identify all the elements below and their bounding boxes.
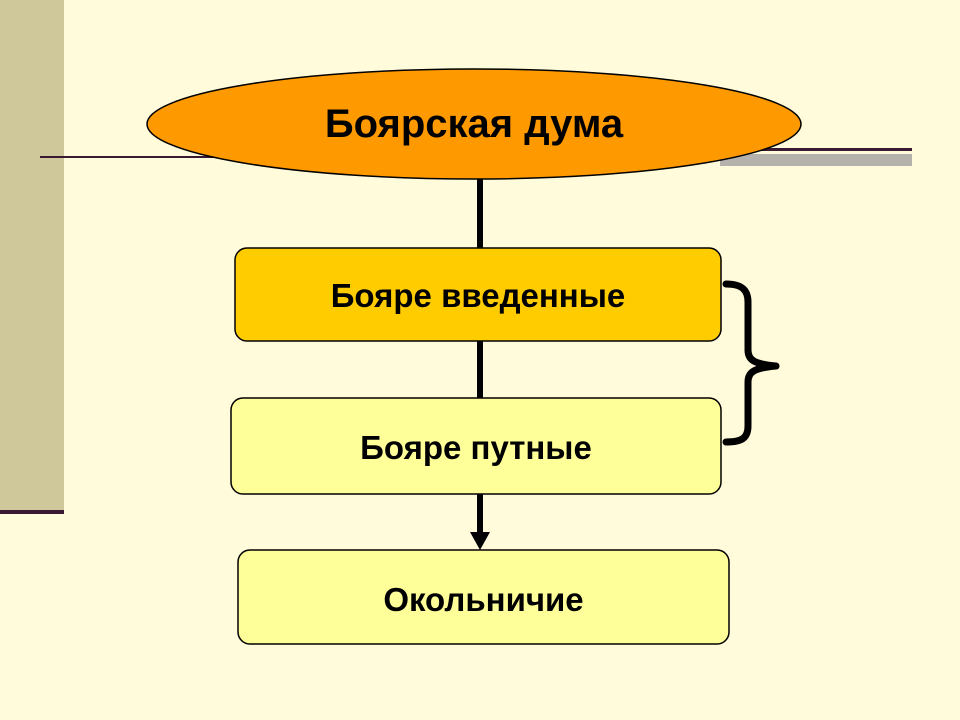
title-rule-right-dark <box>720 148 912 151</box>
node-label-boyare-vvedennye: Бояре введенные <box>330 277 626 314</box>
title-ellipse <box>146 68 802 180</box>
arrowhead <box>470 532 490 550</box>
curly-brace <box>722 280 780 446</box>
left-accent-band <box>0 0 64 512</box>
title-rule-right <box>720 148 912 168</box>
left-accent-rule <box>0 510 64 514</box>
title-rule-right-gray <box>720 154 912 166</box>
node-box-okolnichie <box>237 549 730 645</box>
node-label-boyare-putnye: Бояре путные <box>360 429 592 466</box>
title-rule-left <box>40 156 240 158</box>
node-box-boyare-vvedennye <box>234 247 722 342</box>
node-box-boyare-putnye <box>230 397 722 495</box>
node-label-okolnichie: Окольничие <box>383 581 584 618</box>
diagram-title: Боярская дума <box>324 102 624 146</box>
